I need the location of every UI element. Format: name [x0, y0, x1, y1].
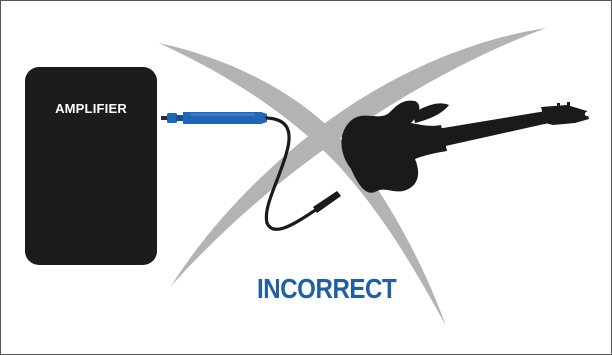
guitar-icon	[341, 100, 590, 193]
jack-plug-icon	[161, 112, 267, 124]
amplifier-icon	[25, 67, 157, 265]
amplifier-label: AMPLIFIER	[55, 101, 127, 116]
cable-plug-end	[313, 191, 341, 213]
incorrect-label: INCORRECT	[257, 273, 397, 304]
